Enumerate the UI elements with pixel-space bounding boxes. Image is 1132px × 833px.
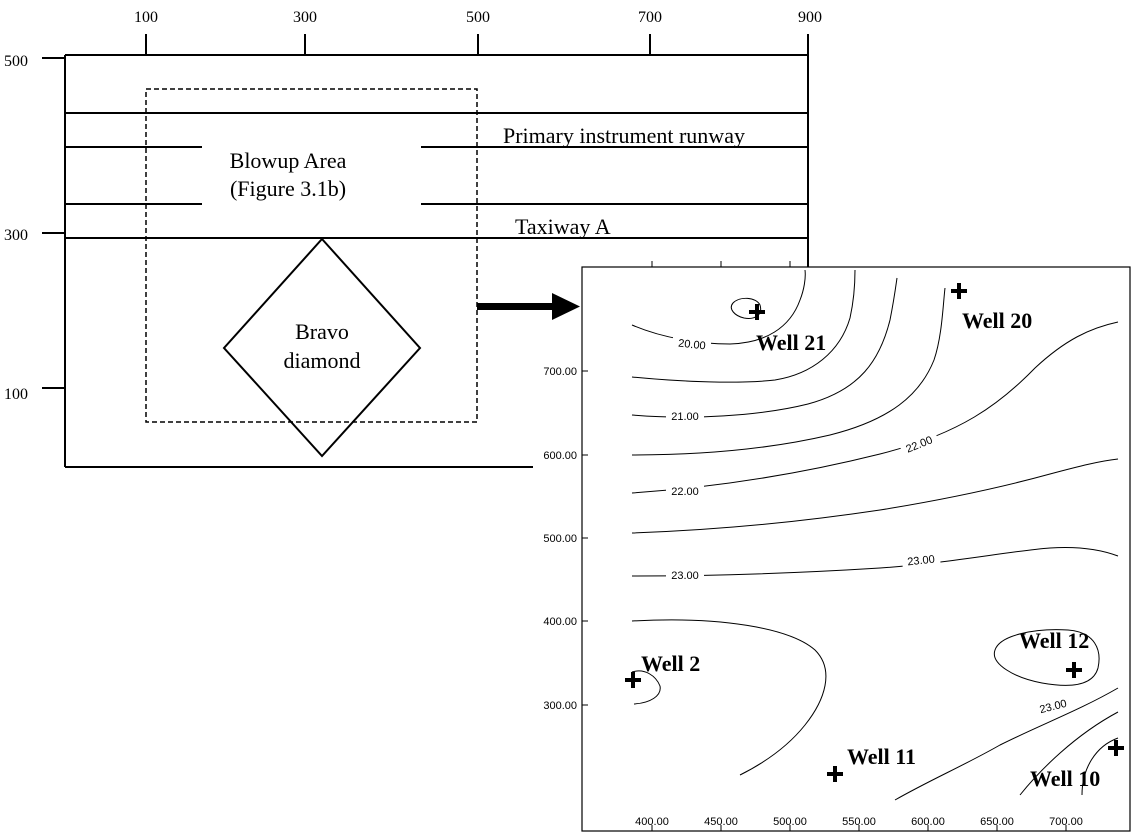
diamond-label-line1: Bravo: [295, 319, 349, 344]
well-label: Well 21: [756, 330, 826, 355]
blowup-area-box: [145, 88, 478, 423]
contour-line: [631, 287, 946, 456]
contour-label: 22.00: [671, 486, 699, 498]
contour-label: 23.00: [907, 554, 936, 569]
top-tick-label: 700: [638, 9, 662, 26]
top-ticks: [145, 34, 809, 55]
left-ticks: [42, 57, 66, 389]
site-boundary: [64, 54, 809, 468]
contour-line: [993, 629, 1100, 686]
site-map: 100 300 500 700 900 500 300 100: [4, 9, 822, 468]
contour-line: [1081, 737, 1119, 796]
blowup-label-line1: Blowup Area: [230, 148, 347, 173]
well-label: Well 2: [641, 651, 700, 676]
diamond-label-line2: diamond: [284, 348, 361, 373]
x-axis-label: 400.00: [635, 816, 669, 828]
bravo-diamond: [222, 237, 422, 458]
left-tick-label: 100: [4, 386, 28, 403]
contour-line: [631, 277, 898, 418]
y-axis-label: 600.00: [543, 450, 577, 462]
well-marker: [827, 766, 843, 782]
left-tick-label: 300: [4, 227, 28, 244]
top-tick-label: 500: [466, 9, 490, 26]
top-tick-label: 300: [293, 9, 317, 26]
blowup-label-line2: (Figure 3.1b): [230, 176, 346, 201]
contour-label: 21.00: [671, 411, 699, 423]
contour-line: [631, 458, 1119, 534]
well-marker: [625, 672, 641, 688]
x-axis-label: 500.00: [773, 816, 807, 828]
x-axis-label: 550.00: [842, 816, 876, 828]
top-tick-label: 900: [798, 9, 822, 26]
well-marker: [1108, 740, 1124, 756]
blowup-arrow: [477, 293, 580, 320]
x-axis-label: 650.00: [980, 816, 1014, 828]
contour-line: [631, 321, 1119, 494]
contour-line: [631, 619, 827, 776]
well-markers: [625, 283, 1124, 782]
contour-label: 23.00: [671, 570, 699, 582]
well-label: Well 11: [847, 744, 916, 769]
contour-line: [894, 687, 1119, 801]
x-axis-label: 450.00: [704, 816, 738, 828]
well-marker: [951, 283, 967, 299]
contour-label: 20.00: [678, 338, 707, 353]
y-axis-label: 400.00: [543, 616, 577, 628]
contour-left-ticks: [582, 370, 588, 706]
runway-lines: [65, 112, 808, 239]
taxiway-label: Taxiway A: [515, 214, 611, 239]
y-axis-label: 300.00: [543, 700, 577, 712]
x-axis-label: 600.00: [911, 816, 945, 828]
well-marker: [1066, 662, 1082, 678]
left-tick-label: 500: [4, 53, 28, 70]
well-label: Well 20: [962, 308, 1032, 333]
y-axis-label: 700.00: [543, 366, 577, 378]
primary-runway-label: Primary instrument runway: [503, 123, 745, 148]
contour-line: [1019, 711, 1119, 796]
contour-map: 700.00 600.00 500.00 400.00 300.00 400.0…: [543, 261, 1131, 832]
y-axis-label: 500.00: [543, 533, 577, 545]
contour-bottom-ticks: [651, 825, 1067, 831]
well-marker: [749, 304, 765, 320]
contour-line: [631, 269, 856, 383]
well-label: Well 10: [1030, 766, 1100, 791]
x-axis-label: 700.00: [1049, 816, 1083, 828]
well-label: Well 12: [1019, 628, 1089, 653]
top-tick-label: 100: [134, 9, 158, 26]
contour-line: [631, 670, 661, 705]
contour-top-ticks: [651, 261, 791, 267]
